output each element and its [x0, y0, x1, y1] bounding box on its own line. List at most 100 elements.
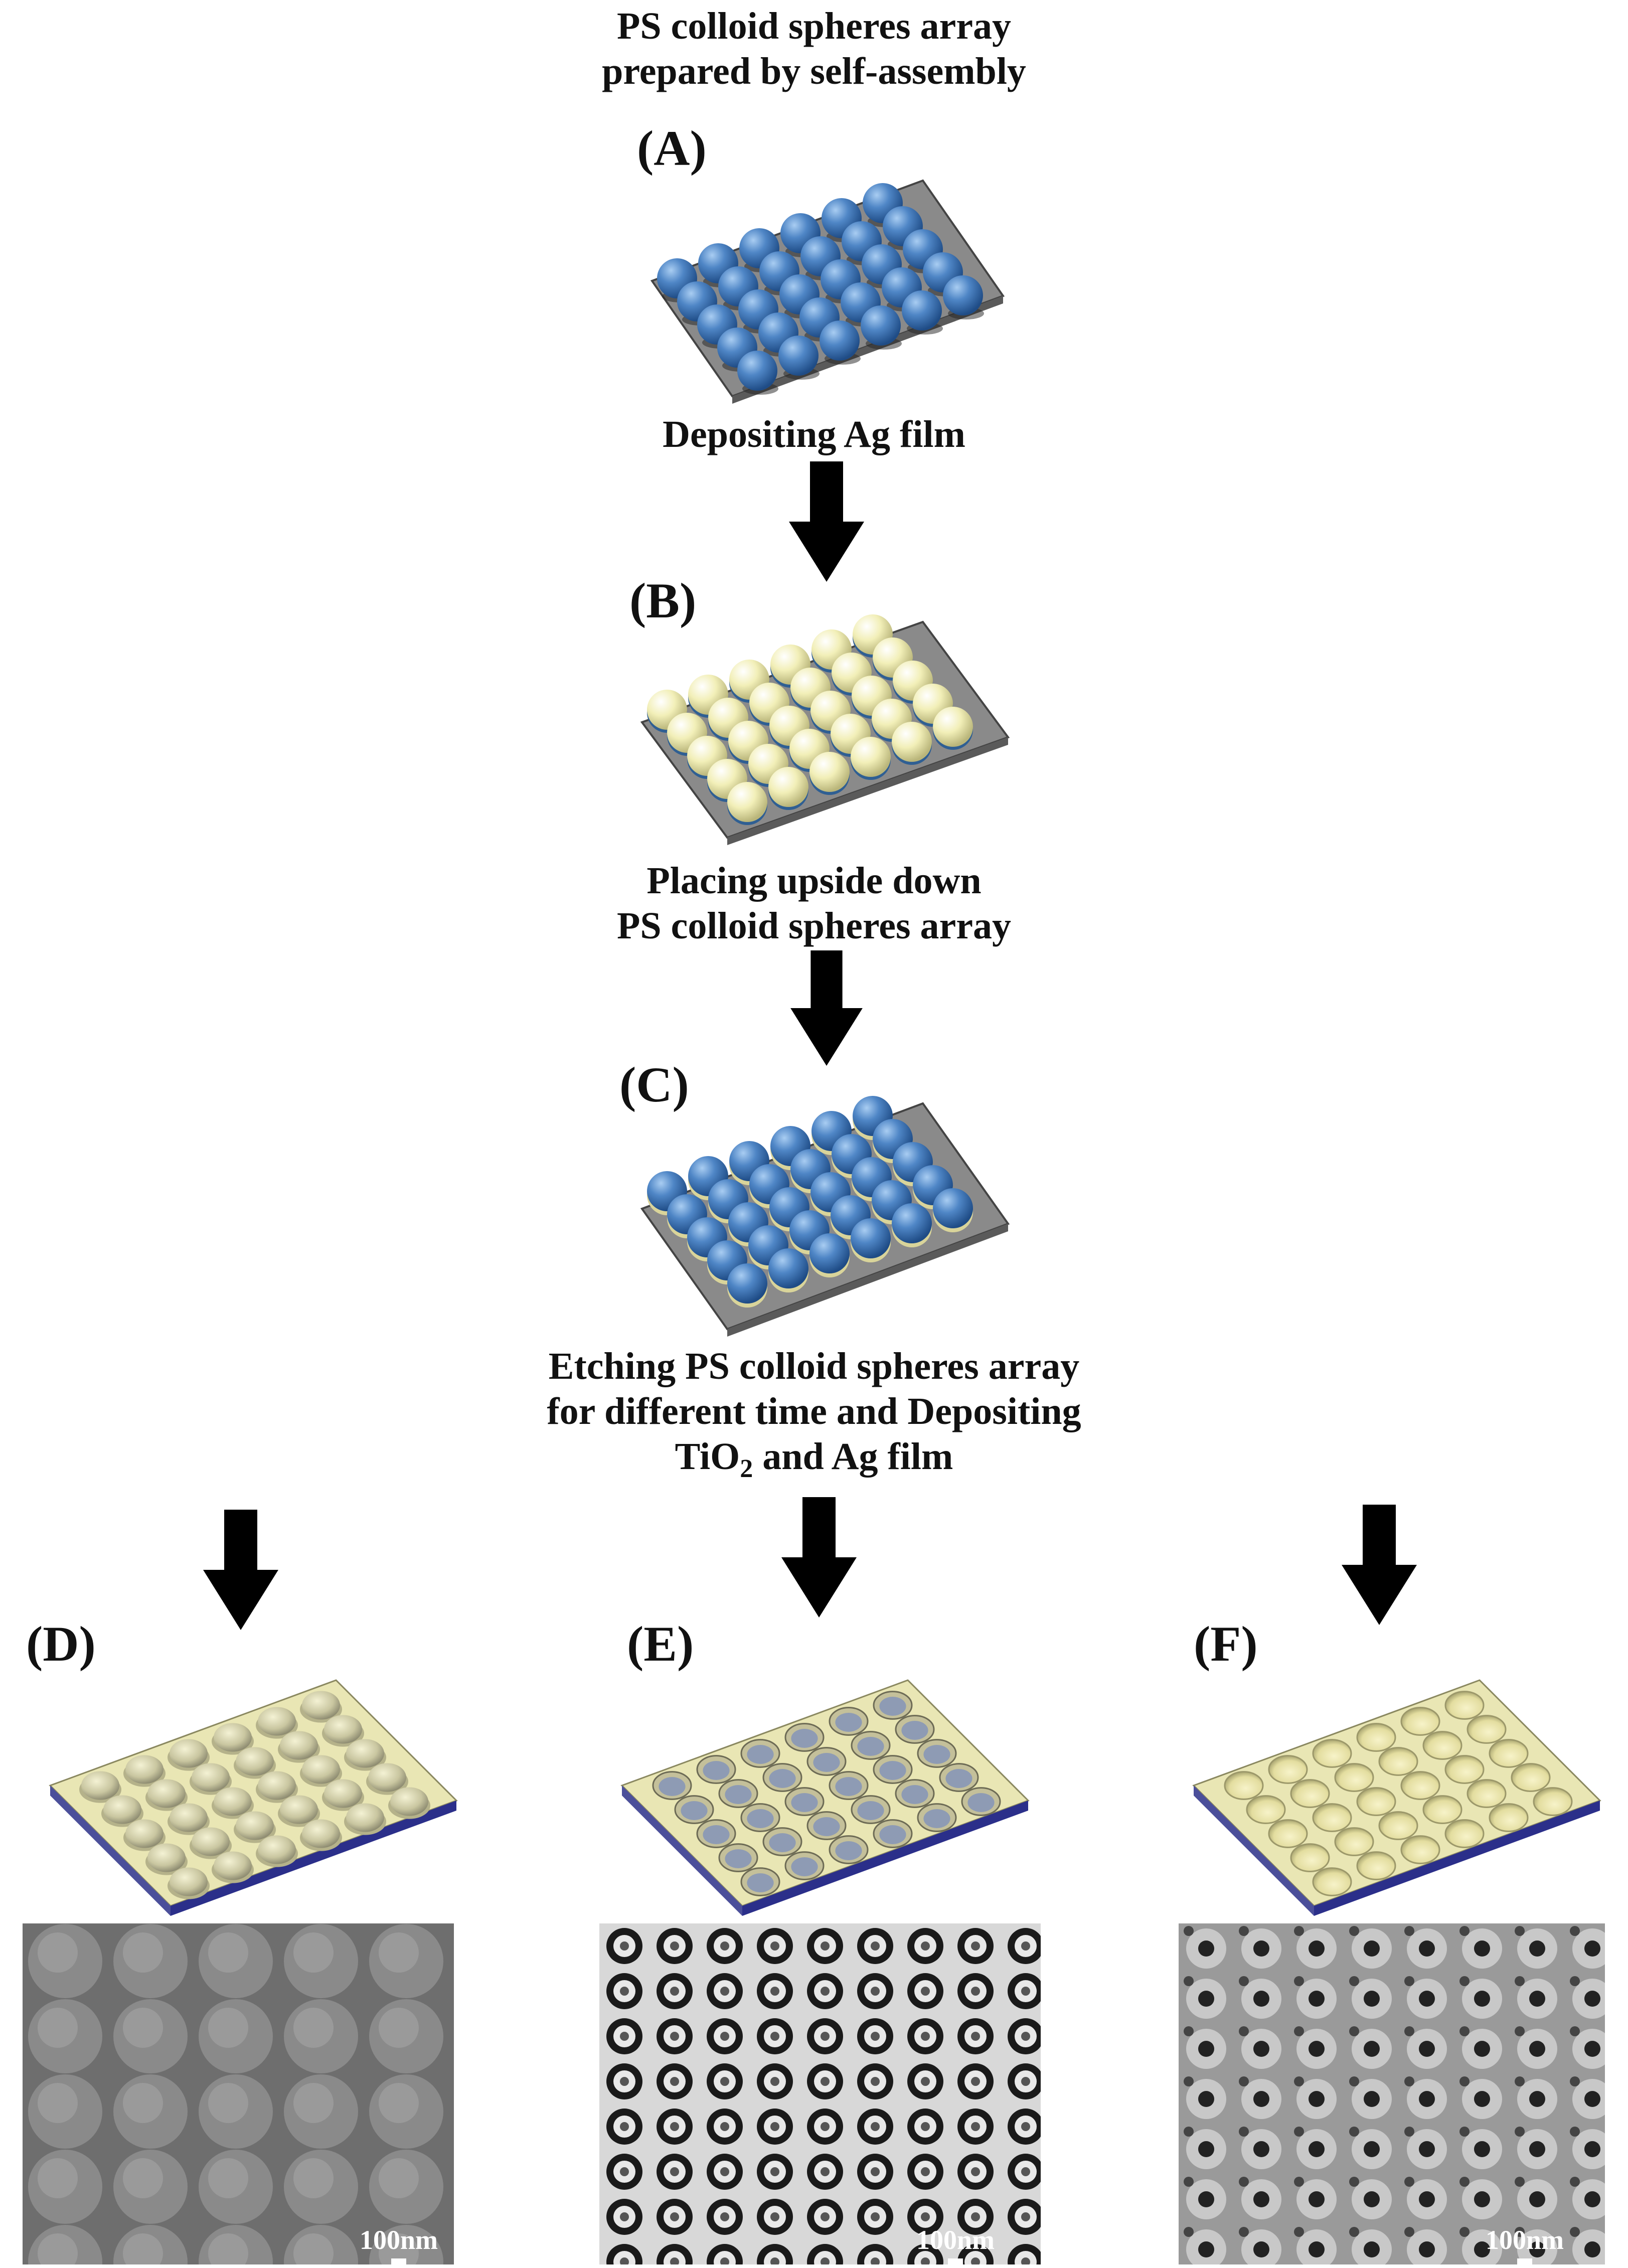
dome	[214, 1787, 252, 1816]
dome	[214, 1851, 252, 1880]
diagram-panel-c	[640, 1096, 1010, 1337]
dome	[125, 1819, 164, 1848]
ps-sphere	[737, 351, 777, 391]
pit	[1511, 1763, 1551, 1792]
etched-core	[879, 1825, 906, 1844]
ag-coated-sphere	[933, 707, 973, 747]
dome	[324, 1715, 362, 1744]
pit	[1334, 1827, 1374, 1856]
scale-bar-f: 100nm	[1480, 2224, 1570, 2264]
diagram-panel-e	[620, 1679, 1030, 1916]
diagram-panel-f	[1192, 1679, 1601, 1916]
ps-sphere	[943, 275, 983, 315]
dome	[236, 1811, 274, 1840]
ag-coated-sphere	[809, 752, 850, 792]
dome	[302, 1819, 340, 1848]
step-etch-line3-b: and Ag film	[753, 1435, 953, 1478]
ps-sphere	[933, 1188, 973, 1228]
pit	[1400, 1771, 1440, 1800]
header-line1: PS colloid spheres array	[616, 5, 1011, 47]
dome	[280, 1731, 318, 1760]
etched-core	[747, 1809, 774, 1828]
panel-label-f: (F)	[1194, 1616, 1258, 1672]
ps-sphere	[768, 1248, 808, 1288]
scale-bar-label: 100nm	[1485, 2225, 1564, 2255]
etched-core	[923, 1809, 950, 1828]
step-placing-line1: Placing upside down	[646, 860, 982, 902]
pit	[1334, 1763, 1374, 1792]
sem-image-d: 100nm	[23, 1923, 454, 2264]
ag-coated-sphere	[727, 782, 767, 822]
etched-core	[835, 1713, 862, 1732]
pit	[1467, 1715, 1507, 1744]
ag-coated-sphere	[768, 767, 808, 807]
dome	[368, 1763, 406, 1792]
ps-sphere	[892, 1203, 932, 1243]
panel-label-b: (B)	[629, 573, 697, 628]
pit	[1489, 1803, 1529, 1832]
pit	[1290, 1779, 1330, 1808]
pit	[1444, 1691, 1485, 1720]
pit	[1312, 1803, 1352, 1832]
pit	[1312, 1739, 1352, 1768]
etched-core	[703, 1825, 730, 1844]
dome	[170, 1867, 208, 1896]
pit	[1422, 1731, 1462, 1760]
dome	[192, 1827, 230, 1856]
sem-image-e: 100nm	[599, 1923, 1041, 2264]
pit	[1444, 1819, 1485, 1848]
scale-bar-d: 100nm	[354, 2224, 444, 2264]
dome	[324, 1779, 362, 1808]
scale-bar-label: 100nm	[359, 2225, 438, 2255]
pit	[1290, 1843, 1330, 1872]
etched-core	[967, 1793, 995, 1812]
scale-bar-e: 100nm	[910, 2224, 1001, 2264]
etched-core	[681, 1801, 708, 1820]
dome	[258, 1771, 296, 1800]
diagram-panel-d	[49, 1679, 458, 1916]
dome	[147, 1843, 186, 1872]
panel-label-d: (D)	[26, 1616, 96, 1672]
etched-core	[879, 1761, 906, 1780]
pit	[1268, 1819, 1308, 1848]
ps-sphere	[727, 1263, 767, 1304]
etched-core	[747, 1745, 774, 1764]
etched-core	[791, 1729, 818, 1748]
etched-core	[835, 1841, 862, 1860]
ps-sphere	[778, 336, 819, 376]
dome	[302, 1691, 340, 1720]
panel-label-c: (C)	[619, 1057, 689, 1112]
dome	[125, 1755, 164, 1784]
dome	[390, 1787, 428, 1816]
pit	[1400, 1707, 1440, 1736]
header-line2: prepared by self-assembly	[602, 50, 1026, 92]
etched-core	[901, 1785, 928, 1804]
pit	[1378, 1811, 1418, 1840]
etched-core	[813, 1753, 840, 1772]
etched-core	[835, 1777, 862, 1796]
dome	[258, 1707, 296, 1736]
step-deposit-ag: Depositing Ag film	[663, 413, 965, 455]
pit	[1378, 1747, 1418, 1776]
step-etch-line3-sub: 2	[740, 1454, 753, 1484]
panel-label-a: (A)	[637, 120, 707, 176]
dome	[170, 1803, 208, 1832]
etched-core	[857, 1737, 884, 1756]
pit	[1422, 1795, 1462, 1824]
arrow-down-icon	[789, 461, 864, 582]
dome	[81, 1771, 119, 1800]
etched-core	[769, 1833, 796, 1852]
dome	[346, 1739, 384, 1768]
dome	[258, 1835, 296, 1864]
etched-core	[703, 1761, 730, 1780]
ps-sphere	[809, 1233, 850, 1273]
scale-bar-label: 100nm	[916, 2225, 995, 2255]
step-etch-line1: Etching PS colloid spheres array	[548, 1345, 1080, 1387]
etched-core	[725, 1849, 752, 1868]
arrow-down-icon	[781, 1497, 857, 1617]
etched-core	[791, 1857, 818, 1876]
pit	[1400, 1835, 1440, 1864]
ps-sphere	[861, 305, 901, 346]
etched-core	[747, 1873, 774, 1892]
ps-sphere	[820, 320, 860, 361]
